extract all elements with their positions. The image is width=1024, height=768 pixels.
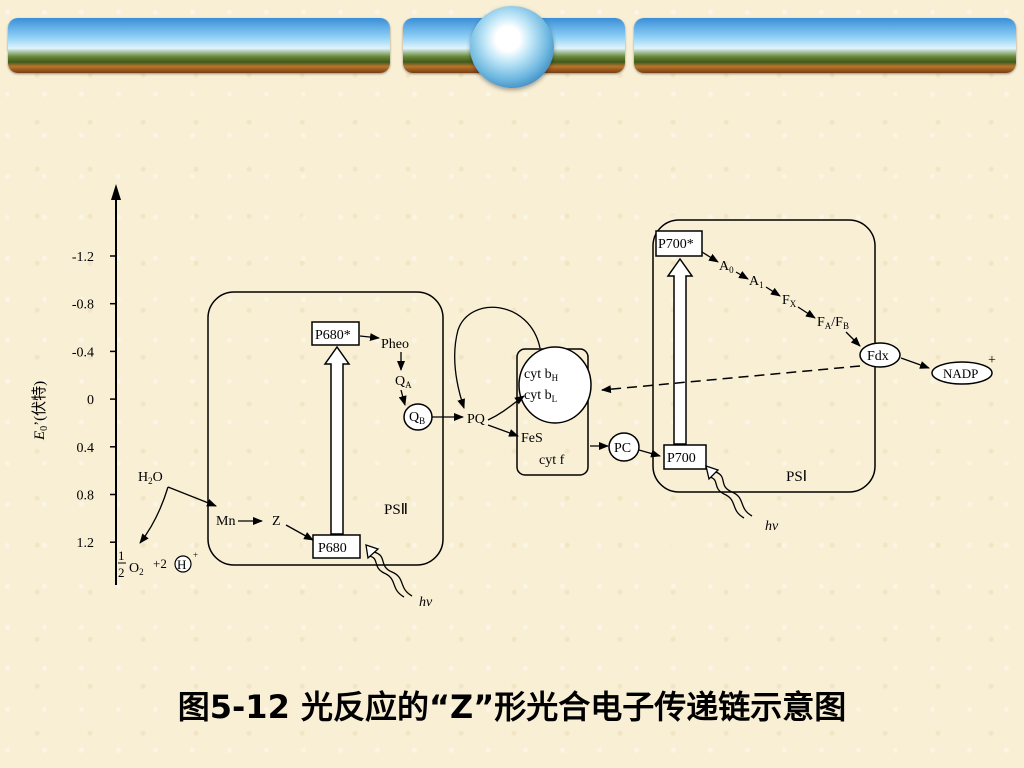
pheo-label: Pheo: [381, 337, 409, 352]
svg-text:O2: O2: [129, 561, 144, 577]
fdx-ellipse: [859, 342, 901, 368]
cyt-f-label: cyt f: [539, 453, 565, 468]
nadp-charge: +: [988, 353, 996, 368]
p680-excited-box: [311, 321, 360, 346]
a0-label: A0: [719, 259, 734, 275]
proton-circle: [174, 555, 192, 573]
axis-tick-label: 0.4: [77, 441, 95, 456]
fes-label: FeS: [521, 431, 543, 446]
globe-ornament: [470, 6, 554, 88]
psII-label: PSⅡ: [384, 502, 408, 518]
z-label: Z: [272, 514, 281, 529]
pc-label: PC: [614, 441, 631, 456]
axis-tick-label: -1.2: [72, 250, 94, 265]
cyclic-electron-flow-arrow: [601, 365, 861, 394]
p700-excited-box: [655, 230, 703, 257]
qb-label: QB: [409, 410, 425, 426]
figure-caption: 图5-12 光反应的“Z”形光合电子传递链示意图: [177, 688, 847, 726]
axis-tick-label: 1.2: [77, 536, 95, 551]
banner-right: [634, 18, 1016, 73]
axis-label: E0’(伏特): [31, 381, 50, 441]
p700-box: [663, 444, 707, 470]
cyt-bl-label: cyt bL: [524, 388, 557, 404]
p700-label: P700: [667, 451, 696, 466]
banner-left: [8, 18, 390, 73]
psII-box: [207, 291, 444, 566]
fx-label: FX: [782, 293, 797, 309]
svg-text:2: 2: [118, 565, 125, 580]
cyt-b-ellipse: [518, 346, 592, 424]
fdx-label: Fdx: [867, 349, 889, 364]
psI-label: PSⅠ: [786, 469, 807, 485]
potential-axis: -1.2 -0.8 -0.4 0 0.4 0.8 1.2 E0’(伏特): [31, 184, 121, 585]
svg-text:1: 1: [118, 548, 125, 563]
nadp-ellipse: [931, 361, 993, 385]
psI-excitation-arrow: [666, 257, 694, 445]
p680-box: [312, 534, 361, 559]
p700-excited-label: P700*: [658, 237, 694, 252]
axis-tick-label: 0: [87, 393, 94, 408]
cyt-bh-label: cyt bH: [524, 367, 559, 383]
nadp-label: NADP: [943, 366, 978, 381]
p680-label: P680: [318, 541, 347, 556]
pq-label: PQ: [467, 412, 485, 427]
svg-text:H: H: [177, 557, 186, 572]
axis-tick-label: 0.8: [77, 489, 95, 504]
psI-hv-label: hν: [765, 519, 779, 534]
axis-tick-label: -0.4: [72, 345, 94, 360]
svg-text:+2: +2: [153, 556, 167, 571]
pc-circle: [608, 432, 640, 462]
qa-label: QA: [395, 374, 412, 390]
z-scheme-diagram: -1.2 -0.8 -0.4 0 0.4 0.8 1.2 E0’(伏特) PSⅡ P680*…: [31, 184, 996, 610]
mn-label: Mn: [216, 514, 235, 529]
oxygen-product: 1 2 O2 +2 H +: [118, 548, 198, 580]
p680-excited-label: P680*: [315, 328, 351, 343]
axis-ticks: -1.2 -0.8 -0.4 0 0.4 0.8 1.2: [72, 250, 116, 551]
fa-fb-label: FA/FB: [817, 315, 849, 331]
a1-label: A1: [749, 274, 764, 290]
psII-hv-label: hν: [419, 595, 433, 610]
svg-text:+: +: [193, 550, 198, 560]
axis-tick-label: -0.8: [72, 298, 94, 313]
psII-excitation-arrow: [323, 345, 351, 535]
water-label: H2O: [138, 470, 163, 486]
